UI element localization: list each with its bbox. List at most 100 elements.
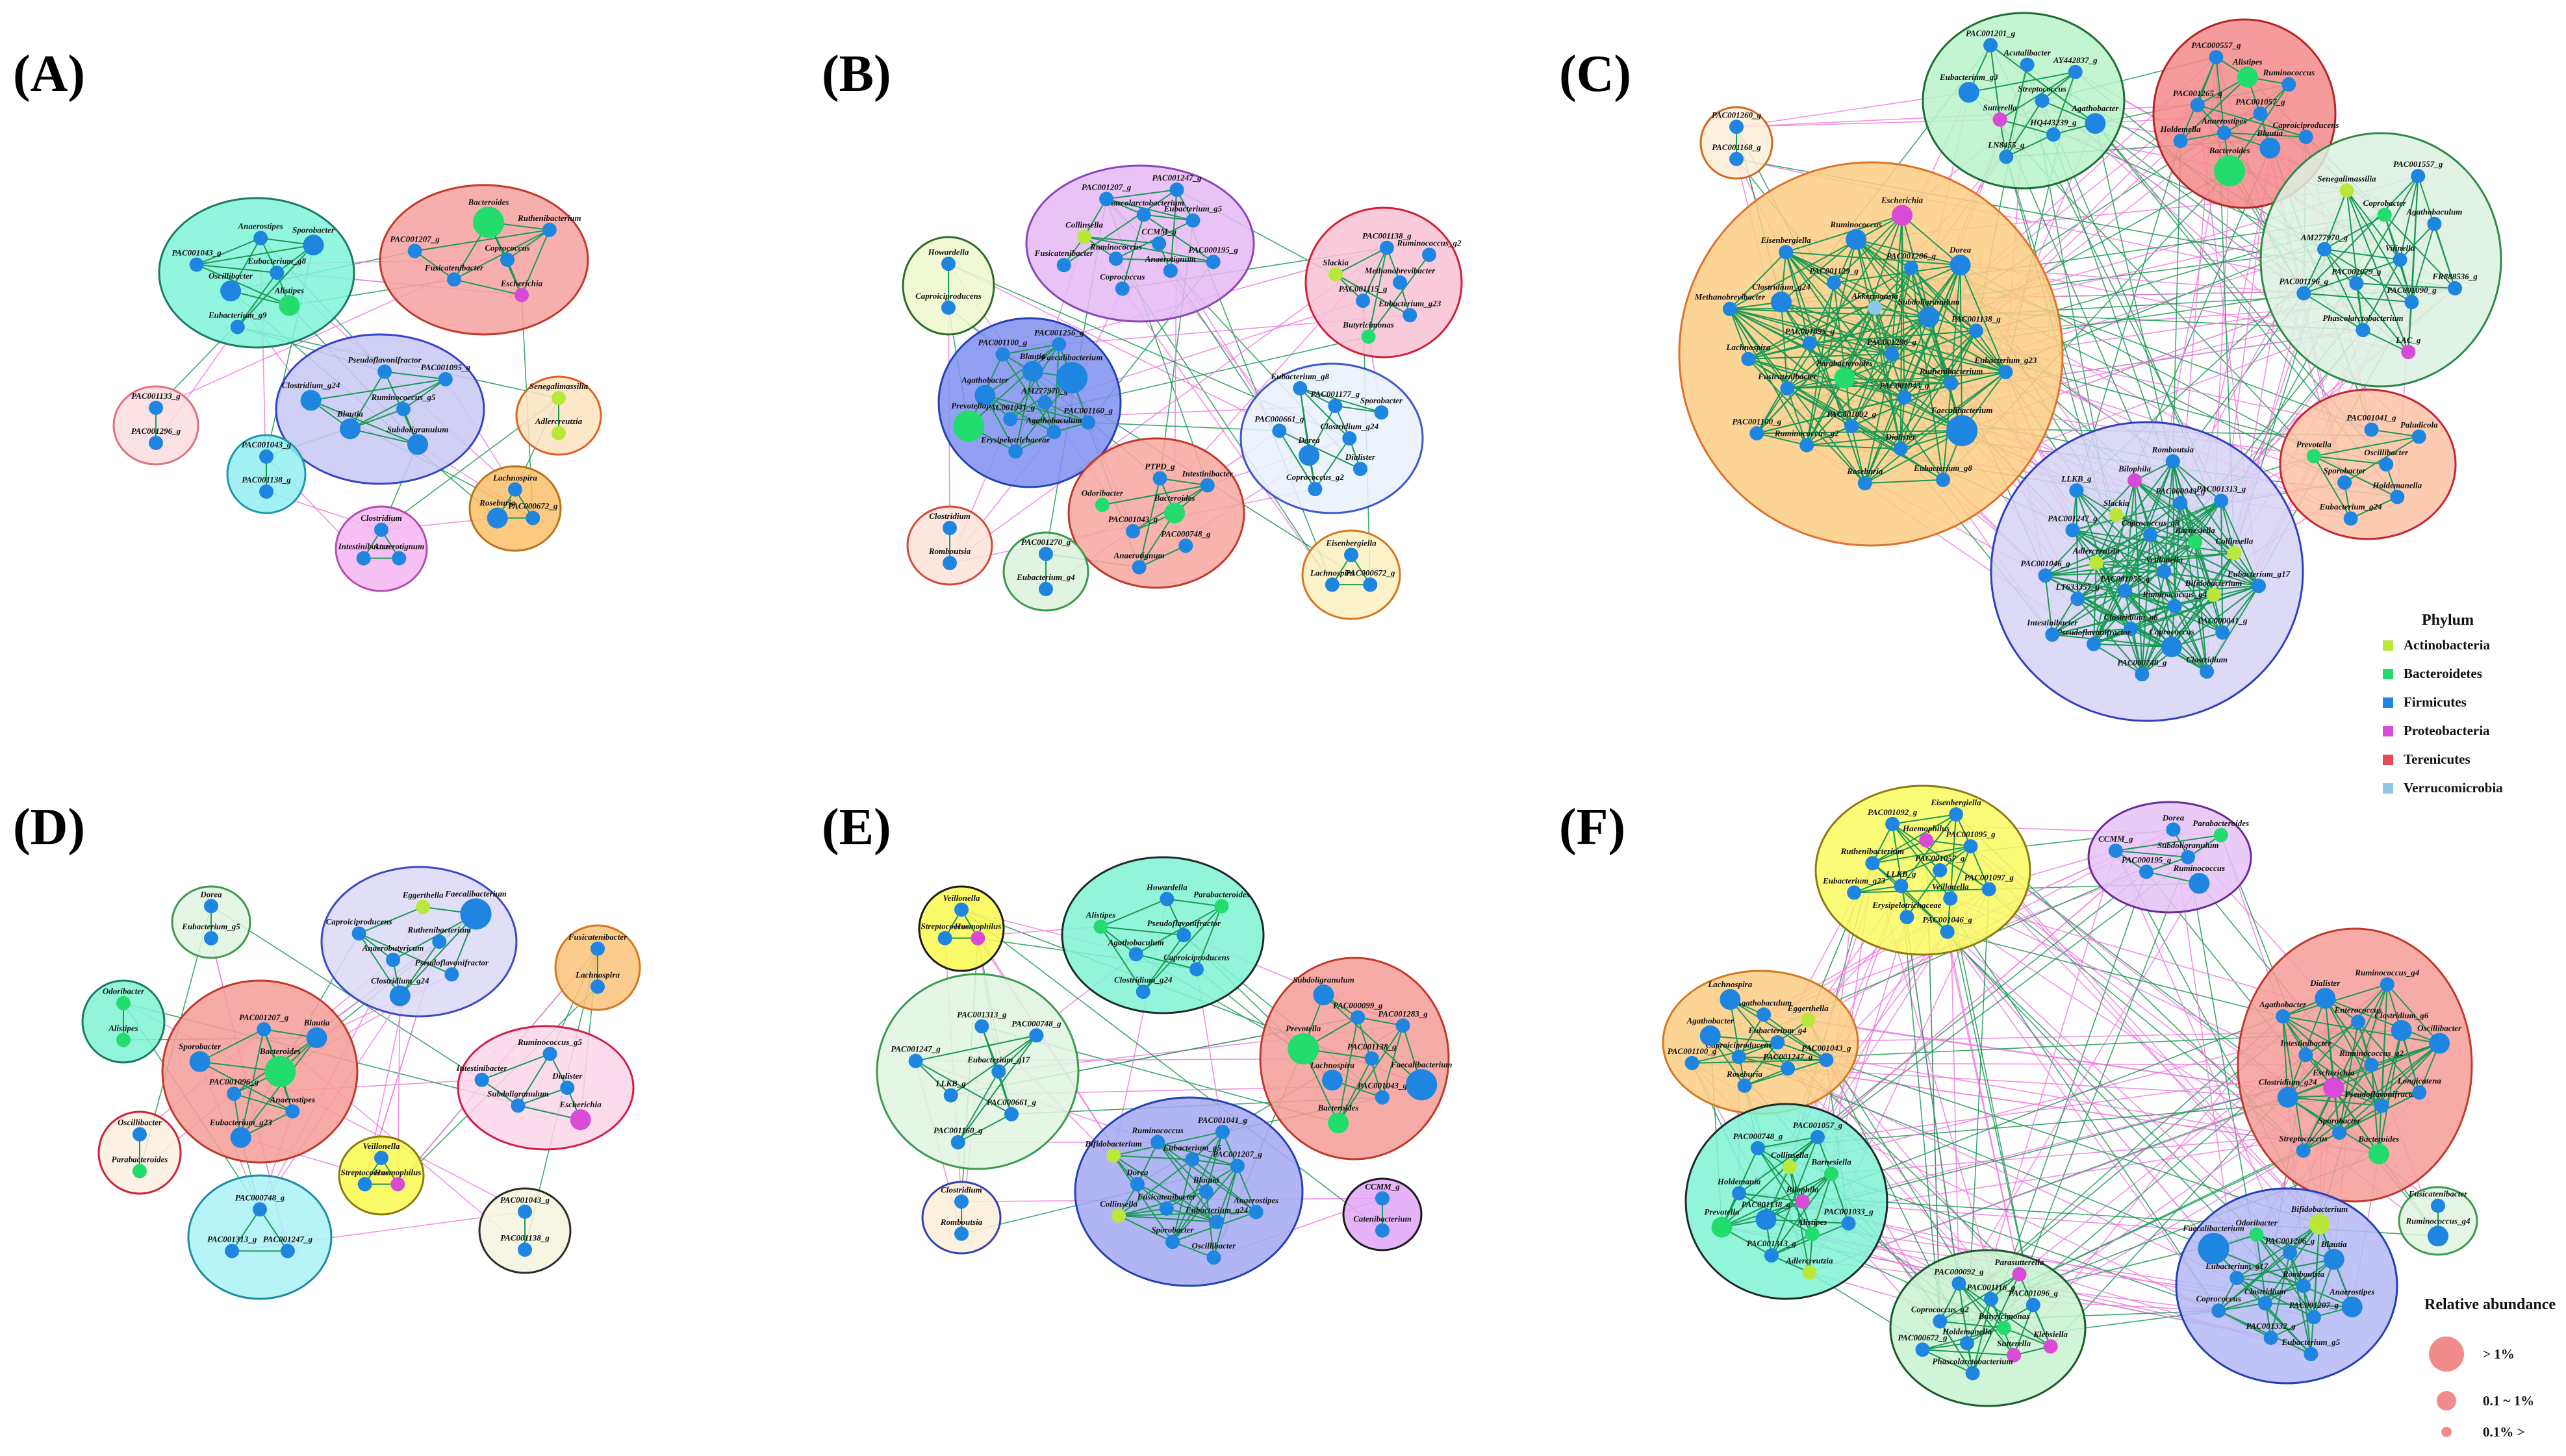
positive-edge [2362, 329, 2409, 353]
node-label: Ruminococcus_g4 [2142, 589, 2207, 599]
positive-edge [1118, 1159, 1193, 1216]
node-label: Streptococcus [921, 922, 969, 931]
node-oscillibacter [220, 281, 242, 302]
phylum-legend-label: Actinobacteria [2404, 637, 2490, 653]
node-barnesiella [2188, 534, 2203, 549]
node-clostridium-g24 [389, 985, 411, 1007]
node-label: Prevotella [2296, 439, 2332, 449]
node-senegalimassilia [2339, 183, 2354, 198]
positive-edge [2381, 1042, 2440, 1107]
node-oscillibacter [2429, 1033, 2450, 1054]
node-eubacterium-g4 [1039, 582, 1053, 596]
abundance-legend-label: 0.1 ~ 1% [2483, 1393, 2534, 1409]
positive-edge [1763, 1014, 1827, 1061]
node-label: PAC001041_g [985, 402, 1035, 412]
node-pac001133-g [149, 401, 163, 415]
node-label: Coprococcus_g2 [1286, 472, 1344, 482]
node-slackia [1328, 267, 1343, 282]
node-escherichia [2323, 1077, 2344, 1098]
node-label: Ruminococcus [1829, 220, 1881, 229]
node-label: PAC000661_g [1254, 414, 1304, 423]
node-caproiciproducens [941, 300, 956, 315]
node-label: Eubacterium_g17 [967, 1055, 1030, 1064]
positive-edge [517, 1053, 551, 1106]
node-label: PAC001196_g [2280, 277, 2329, 286]
positive-edge [2324, 998, 2341, 1133]
node-alistipes [2237, 66, 2258, 88]
node-lachnospira [508, 482, 522, 497]
node-label: Ruminococcus_g5 [517, 1037, 582, 1047]
positive-edge [2172, 460, 2259, 586]
positive-edge [1100, 898, 1167, 927]
node-pac000195-g [1206, 255, 1221, 270]
node-label: PAC001033_g [1823, 1207, 1874, 1216]
node-label: Eggerthella [402, 890, 444, 900]
node-label: Oscillibacter [2364, 447, 2409, 457]
positive-edge [1903, 330, 1977, 398]
node-prevotella [1711, 1216, 1733, 1238]
node-label: Parabacteroides [2192, 818, 2249, 828]
node-clostridium [374, 522, 388, 537]
node-coprococcus-g2 [1308, 482, 1323, 497]
node-label: PAC001079_g [2331, 266, 2382, 276]
node-pac001296-g [149, 436, 163, 450]
module-boundary [2175, 1187, 2398, 1385]
node-bifidobacterium [2206, 587, 2221, 602]
module-boundary [2259, 132, 2502, 388]
node-label: Alistipes [2232, 57, 2263, 67]
positive-edge [481, 1053, 550, 1081]
positive-edge [1299, 387, 1382, 414]
node-label: Intestinibacter [456, 1063, 508, 1073]
node-romboutsia [2296, 1279, 2311, 1293]
node-label: Faecalibacterium [1041, 353, 1103, 362]
positive-edge [2346, 190, 2413, 303]
module-4: AM277970_gPAC001041_gBlautiaAgathobaculu… [937, 317, 1122, 488]
node-ruminococcus [1846, 229, 1867, 250]
node-streptococcus [357, 1177, 372, 1192]
positive-edge [1157, 1141, 1257, 1213]
node-pac001115-g [1356, 294, 1371, 308]
node-roseburia [487, 507, 508, 529]
node-label: Pseudoflavonifractor [348, 355, 422, 364]
node-label: Collinsella [2215, 536, 2253, 546]
node-fr888536-g [2448, 281, 2463, 295]
node-label: PAC001133_g [131, 391, 181, 401]
positive-edge [1911, 267, 1977, 332]
node-label: Vitinella [2385, 243, 2415, 253]
positive-edge [1738, 1056, 1788, 1070]
node-label: Bacteroides [259, 1046, 301, 1056]
phylum-legend-label: Firmicutes [2404, 694, 2467, 710]
module-1: PAC001057_gLLKB_gHaemophilusVeillonellaR… [1814, 784, 2031, 956]
positive-edge [2150, 534, 2215, 596]
node-pac000748-g [1029, 1028, 1044, 1043]
node-anaerobutyricum [386, 953, 401, 968]
module-boundary [1259, 957, 1450, 1161]
node-label: PAC001332_g [2246, 1321, 2296, 1331]
positive-edge [2236, 1259, 2334, 1279]
positive-edge [1771, 1233, 1813, 1257]
positive-edge [1899, 330, 1977, 449]
node-pac000195-g [2139, 864, 2154, 879]
positive-edge [1738, 1136, 1818, 1194]
panel-a: (A) Eubacterium_g8OscillibacterAnaerosti… [13, 45, 602, 592]
node-faecalibacterium [1406, 1069, 1438, 1101]
module-boundary [1922, 12, 2126, 190]
node-parabacteroides [1214, 899, 1229, 914]
node-label: PAC001206_g [2265, 1236, 2315, 1246]
node-label: Sporobacter [2324, 466, 2367, 475]
node-label: Caproiciproducens [1163, 953, 1230, 962]
node-coprococcus [2211, 1303, 2226, 1318]
positive-edge [2045, 575, 2175, 607]
node-pac001206-g [2283, 1245, 2298, 1260]
node-label: Fusicatenibacter [2408, 1189, 2468, 1199]
positive-edge [2255, 1234, 2315, 1318]
node-fusicatenibacter [2431, 1198, 2445, 1213]
node-label: Fusicatenibacter [568, 932, 628, 942]
positive-edge [2093, 643, 2172, 648]
node-label: PAC001138_g [1742, 1199, 1791, 1209]
node-pac001313-g [2214, 494, 2229, 508]
